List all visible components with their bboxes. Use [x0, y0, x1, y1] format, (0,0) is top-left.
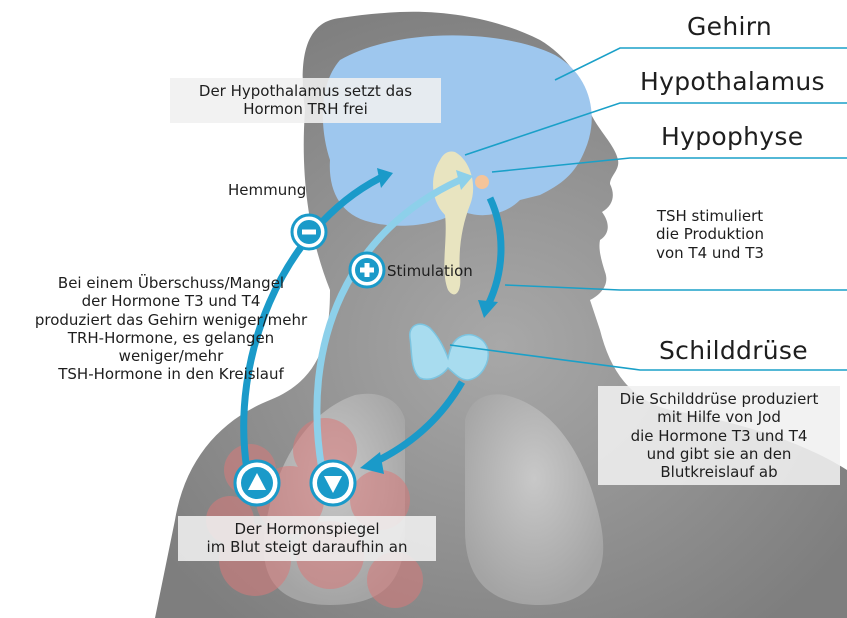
label-stimulation: Stimulation: [387, 262, 473, 280]
note-feedback-line-3: produziert das Gehirn weniger/mehr: [6, 311, 336, 329]
note-tsh: TSH stimuliert die Produktion von T4 und…: [650, 207, 770, 262]
plus-circle-icon: [350, 253, 384, 287]
note-hypothalamus-line-1: Der Hypothalamus setzt das: [178, 82, 433, 100]
note-feedback-line-2: der Hormone T3 und T4: [6, 292, 336, 310]
note-feedback-line-6: TSH-Hormone in den Kreislauf: [6, 365, 336, 383]
label-hypophyse: Hypophyse: [661, 122, 803, 153]
note-tsh-line-2: die Produktion: [650, 225, 770, 243]
note-schilddruese-line-4: und gibt sie an den: [606, 445, 832, 463]
note-feedback-line-5: weniger/mehr: [6, 347, 336, 365]
triangle-up-circle-icon: [235, 461, 279, 505]
triangle-down-circle-icon: [311, 461, 355, 505]
note-feedback-line-1: Bei einem Überschuss/Mangel: [6, 274, 336, 292]
label-hemmung: Hemmung: [228, 181, 306, 199]
note-feedback-line-4: TRH-Hormone, es gelangen: [6, 329, 336, 347]
label-schilddruese: Schilddrüse: [659, 336, 808, 367]
note-hypothalamus-line-2: Hormon TRH frei: [178, 100, 433, 118]
label-hypothalamus: Hypothalamus: [640, 67, 825, 98]
note-tsh-line-1: TSH stimuliert: [650, 207, 770, 225]
note-schilddruese-line-5: Blutkreislauf ab: [606, 463, 832, 481]
note-blut-line-1: Der Hormonspiegel: [186, 520, 428, 538]
label-gehirn: Gehirn: [687, 12, 772, 43]
hypophyse-gland: [475, 175, 489, 189]
note-schilddruese-line-3: die Hormone T3 und T4: [606, 427, 832, 445]
note-tsh-line-3: von T4 und T3: [650, 244, 770, 262]
note-hypothalamus: Der Hypothalamus setzt das Hormon TRH fr…: [170, 78, 441, 123]
note-schilddruese-line-1: Die Schilddrüse produziert: [606, 390, 832, 408]
note-schilddruese: Die Schilddrüse produziert mit Hilfe von…: [598, 386, 840, 485]
minus-circle-icon: [292, 215, 326, 249]
note-schilddruese-line-2: mit Hilfe von Jod: [606, 408, 832, 426]
note-blut: Der Hormonspiegel im Blut steigt daraufh…: [178, 516, 436, 561]
note-feedback: Bei einem Überschuss/Mangel der Hormone …: [6, 274, 336, 384]
note-blut-line-2: im Blut steigt daraufhin an: [186, 538, 428, 556]
